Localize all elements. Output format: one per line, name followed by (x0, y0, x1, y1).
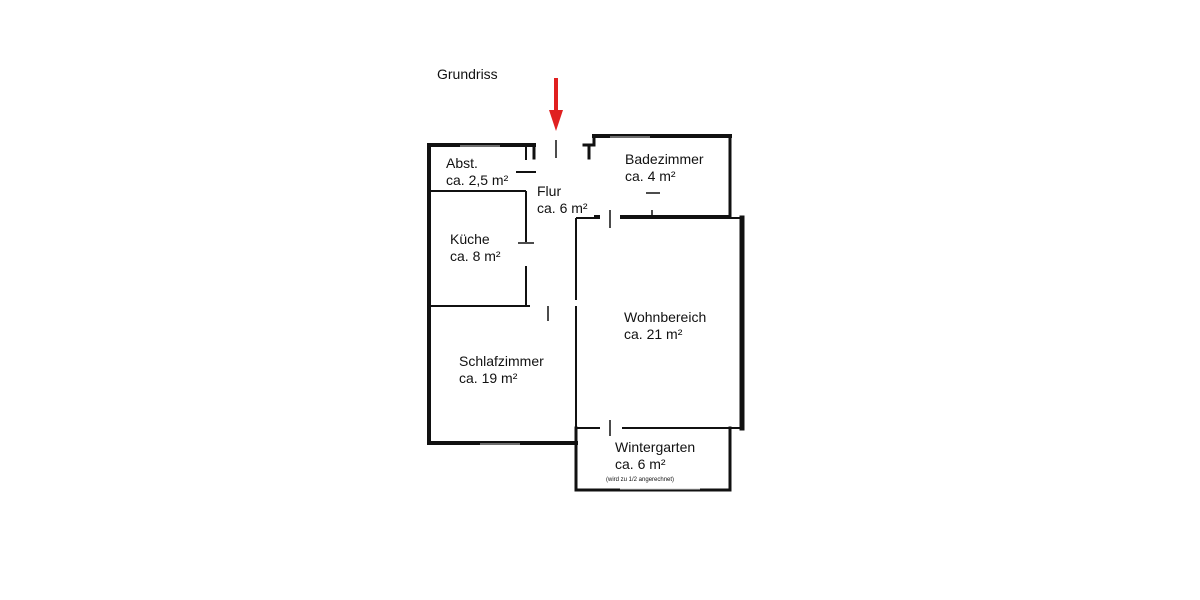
room-area: ca. 21 m² (624, 326, 683, 342)
room-name: Wintergarten (615, 439, 696, 455)
room-name: Küche (450, 231, 490, 247)
room-name: Wohnbereich (624, 309, 707, 325)
page-title: Grundriss (437, 66, 498, 82)
room-area: ca. 4 m² (625, 168, 676, 184)
windows (460, 136, 700, 490)
room-label-abstellraum: Abst. ca. 2,5 m² (446, 155, 508, 189)
room-area: ca. 6 m² (537, 200, 588, 216)
room-label-flur: Flur ca. 6 m² (537, 183, 588, 217)
door-marks (518, 140, 660, 436)
room-area: ca. 19 m² (459, 370, 518, 386)
room-label-kueche: Küche ca. 8 m² (450, 231, 501, 265)
room-label-badezimmer: Badezimmer ca. 4 m² (625, 151, 704, 185)
room-area: ca. 2,5 m² (446, 172, 509, 188)
room-area: ca. 6 m² (615, 456, 666, 472)
interior-walls (429, 145, 742, 490)
room-name: Badezimmer (625, 151, 704, 167)
room-note: (wird zu 1/2 angerechnet) (606, 477, 675, 483)
room-name: Flur (537, 183, 562, 199)
room-label-wintergarten: Wintergarten ca. 6 m² (wird zu 1/2 anger… (606, 439, 696, 484)
room-name: Schlafzimmer (459, 353, 544, 369)
room-label-wohnbereich: Wohnbereich ca. 21 m² (624, 309, 706, 343)
room-name: Abst. (446, 155, 478, 171)
entrance-arrow-icon (549, 78, 563, 131)
room-area: ca. 8 m² (450, 248, 501, 264)
room-label-schlafzimmer: Schlafzimmer ca. 19 m² (459, 353, 544, 387)
